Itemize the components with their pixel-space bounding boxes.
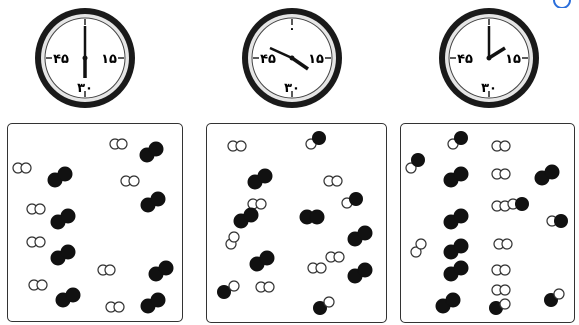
box-1 (7, 123, 183, 322)
clock-face-2: ۰ ۱۵ ۳۰ ۴۵ (240, 6, 344, 110)
clock-1: ۰ ۱۵ ۳۰ ۴۵ (33, 6, 137, 110)
clock-face-3: ۰ ۱۵ ۳۰ ۴۵ (437, 6, 541, 110)
clock-1-label-bottom: ۳۰ (77, 81, 93, 96)
box-2 (206, 123, 387, 323)
clock-1-label-left: ۴۵ (53, 52, 69, 67)
clock-2-label-bottom: ۳۰ (284, 81, 300, 96)
clock-2-label-left: ۴۵ (260, 52, 276, 67)
clock-1-label-right: ۱۵ (101, 52, 117, 67)
clock-3-label-right: ۱۵ (505, 52, 521, 67)
box-1-particles (8, 124, 181, 320)
clock-3: ۰ ۱۵ ۳۰ ۴۵ (437, 6, 541, 110)
clock-3-label-bottom: ۳۰ (481, 81, 497, 96)
box-3 (400, 123, 575, 323)
clock-2-label-right: ۱۵ (308, 52, 324, 67)
clock-2: ۰ ۱۵ ۳۰ ۴۵ (240, 6, 344, 110)
corner-mark (553, 0, 573, 8)
clock-face-1: ۰ ۱۵ ۳۰ ۴۵ (33, 6, 137, 110)
box-2-particles (207, 124, 385, 321)
clock-2-label-top: ۰ (289, 22, 296, 35)
clock-3-label-left: ۴۵ (457, 52, 473, 67)
box-3-particles (401, 124, 573, 321)
